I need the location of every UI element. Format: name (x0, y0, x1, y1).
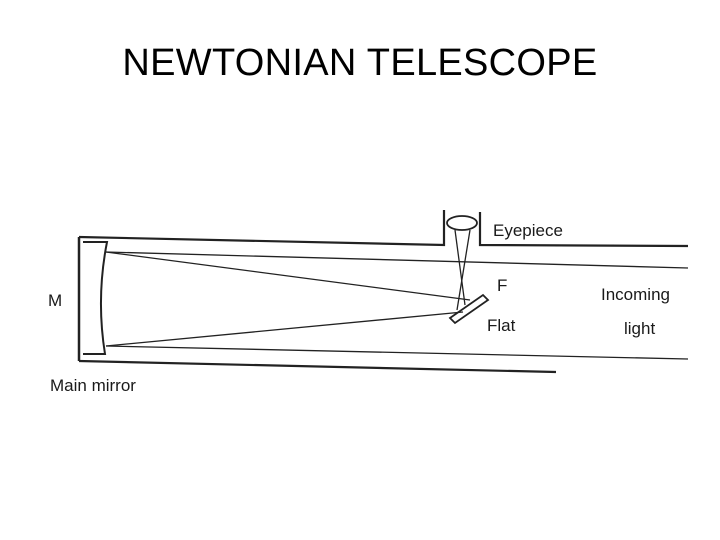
eyepiece-ray-left (454, 229, 466, 306)
slide-title: NEWTONIAN TELESCOPE (122, 42, 598, 84)
main-mirror (83, 241, 109, 355)
eyepiece (446, 215, 478, 231)
label-light: light (624, 319, 655, 338)
label-f: F (497, 276, 507, 295)
light-rays (105, 229, 689, 360)
telescope-tube (77, 210, 689, 374)
incoming-ray-upper (105, 251, 689, 269)
label-eyepiece: Eyepiece (493, 221, 563, 240)
label-incoming: Incoming (601, 285, 670, 304)
label-main-mirror: Main mirror (50, 376, 136, 395)
tube-eyepiece-right-wall (478, 212, 689, 248)
flat-mirror-shape (448, 293, 490, 325)
reflected-ray-lower (105, 311, 464, 347)
label-m: M (48, 291, 62, 310)
eyepiece-lens (446, 215, 478, 231)
tube-bottom-wall (78, 359, 557, 374)
tube-top-wall (78, 210, 446, 247)
flat-mirror (448, 293, 490, 325)
main-mirror-shape (83, 241, 109, 355)
label-flat: Flat (487, 316, 516, 335)
reflected-ray-upper (105, 251, 471, 301)
eyepiece-ray-right (456, 229, 471, 311)
incoming-ray-lower (105, 345, 689, 360)
